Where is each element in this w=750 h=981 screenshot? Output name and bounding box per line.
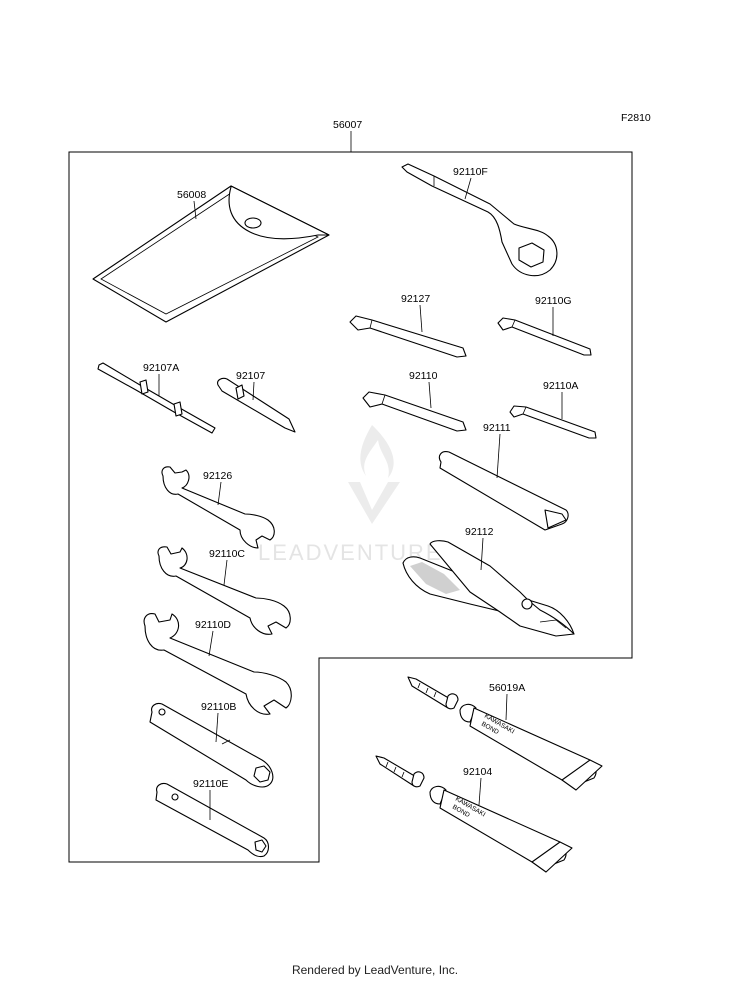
leader-92111 [496,433,501,479]
label-92110C: 92110C [209,548,245,560]
label-92110B: 92110B [201,701,236,713]
label-92110: 92110 [409,370,438,382]
label-92110F: 92110F [453,166,488,178]
label-56019A: 56019A [489,682,525,694]
label-56007: 56007 [333,119,362,131]
leader-92110F [464,177,472,200]
label-92127: 92127 [401,293,430,305]
label-92126: 92126 [203,470,232,482]
watermark: LEADVENTURE [258,425,441,565]
watermark-flame-icon [360,425,394,478]
hex-key-92110A [509,405,597,439]
label-56008: 56008 [177,189,206,201]
leader-56008 [193,200,197,220]
hex-key-92110 [362,391,467,432]
label-92112: 92112 [465,526,494,538]
label-92111: 92111 [483,422,511,434]
leader-92126 [217,481,222,506]
wrench-92110C [157,546,291,635]
leader-92112 [480,537,484,571]
leader-92104 [478,777,482,806]
leader-92110B [215,712,219,743]
diagram-code: F2810 [621,112,651,124]
socket-92110B [149,702,274,788]
screwdriver-92107 [217,377,296,433]
leader-92110C [223,559,228,586]
wrench-92110D [143,613,292,715]
kit-frame [68,151,633,863]
tool-pouch [92,185,330,323]
leader-92110D [208,630,214,657]
label-92110D: 92110D [195,619,231,631]
screwdriver-grip [438,451,569,531]
label-92104: 92104 [463,766,492,778]
screwdriver-92107A [97,362,216,434]
leader-56019A [505,693,508,721]
leader-92110 [428,381,432,409]
label-92107: 92107 [236,370,265,382]
pliers [402,540,575,637]
label-92110A: 92110A [543,380,578,392]
hex-key-92110G [497,317,592,356]
footer-credit: Rendered by LeadVenture, Inc. [291,963,459,977]
watermark-v-icon [348,482,400,524]
socket-92110E [155,782,270,858]
hex-key-92127 [349,315,467,358]
label-92110G: 92110G [535,295,572,307]
label-92110E: 92110E [193,778,228,790]
label-92107A: 92107A [143,362,179,374]
leader-92127 [419,304,423,333]
bond-tube-92104: KAWASAKI BOND [375,755,573,873]
wrench-92126 [161,466,275,549]
leader-92107 [252,381,255,401]
ring-wrench [401,163,558,277]
